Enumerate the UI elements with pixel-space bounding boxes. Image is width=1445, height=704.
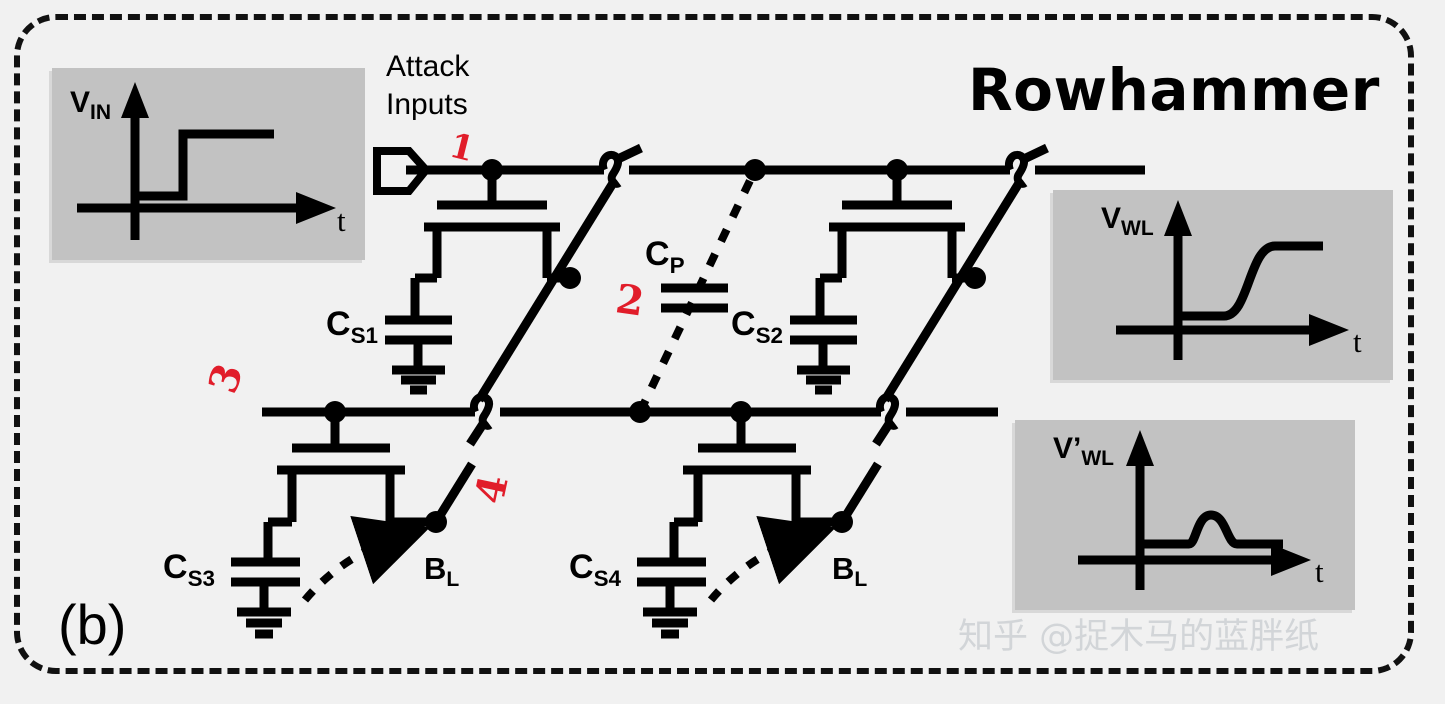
capacitor-label-cs4: CS4 [569, 548, 622, 591]
input-buffer-symbol [373, 147, 432, 195]
figure-title: Rowhammer [968, 56, 1380, 124]
v-wl-prime-waveform [1140, 510, 1283, 549]
capacitor-cs4 [637, 522, 706, 639]
v-wl-prime-x-arrowhead [1271, 544, 1311, 576]
v-in-time-label: t [337, 203, 346, 238]
v-wl-prime-time-label: t [1315, 554, 1324, 589]
bitline-diagonal-right-lower [838, 421, 893, 525]
bitline-diagonal-right [881, 143, 1049, 403]
bitline-diagonal-left-lower [432, 421, 487, 525]
v-in-x-arrowhead [296, 192, 336, 224]
v-wl-axis-label: VWL [1101, 202, 1154, 240]
inset-v-wl: VWL t [1053, 190, 1393, 380]
capacitor-label-cs1: CS1 [326, 305, 379, 348]
charge-leak-arrow-right [707, 515, 836, 603]
v-in-axis-label: VIN [70, 86, 112, 124]
wire-hop-bottom-left [470, 393, 494, 430]
parasitic-coupling-dashed [636, 168, 759, 414]
v-wl-y-arrowhead [1164, 200, 1192, 236]
inset-v-wl-prime: V’WL t [1015, 420, 1355, 610]
v-wl-prime-axis-label: V’WL [1053, 432, 1115, 470]
panel-letter-label: (b) [58, 593, 127, 656]
transistor-cell-3 [268, 412, 436, 527]
watermark-text: 知乎 @捉木马的蓝胖纸 [958, 617, 1320, 657]
transistor-cell-4 [674, 412, 842, 527]
capacitor-label-cs2: CS2 [731, 305, 784, 348]
capacitor-cs1 [385, 278, 452, 395]
transistor-cell-1 [415, 170, 570, 283]
bitline-label-left: BL [424, 551, 460, 592]
bitline-diagonal-left [475, 143, 643, 403]
wire-hop-top-left [599, 151, 623, 188]
capacitor-label-cs3: CS3 [163, 548, 216, 591]
wire-hop-bottom-right [876, 393, 900, 430]
charge-leak-arrow-left [301, 515, 430, 603]
capacitor-cs3 [231, 522, 300, 639]
v-wl-prime-y-arrowhead [1126, 430, 1154, 466]
capacitor-cs2 [790, 278, 857, 395]
junction-dots [324, 159, 986, 533]
v-in-y-arrowhead [121, 82, 149, 118]
v-wl-x-arrowhead [1309, 314, 1349, 346]
inset-v-in: VIN t [52, 68, 365, 260]
v-wl-time-label: t [1353, 324, 1362, 359]
bitline-label-right: BL [832, 551, 868, 592]
attack-inputs-label: Attack Inputs [386, 50, 470, 121]
v-in-waveform [135, 129, 274, 201]
capacitor-label-cp: CP [645, 235, 685, 278]
v-wl-waveform [1178, 241, 1323, 321]
wire-hop-top-right [1005, 151, 1029, 188]
transistor-cell-2 [820, 170, 975, 283]
